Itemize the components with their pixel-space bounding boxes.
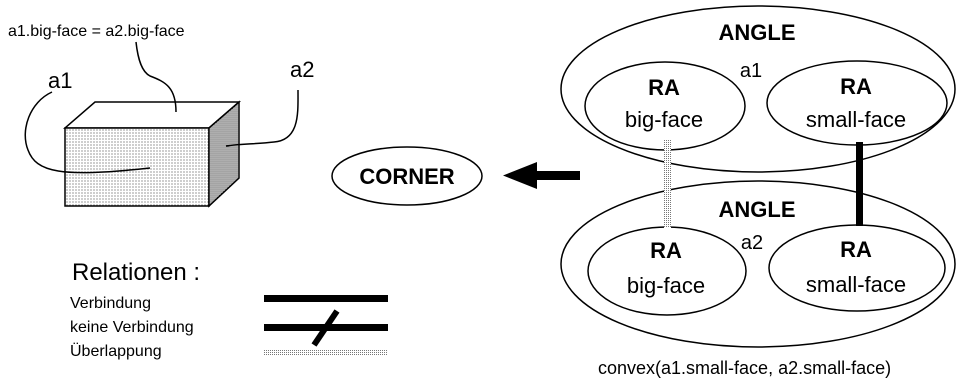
- ra-a2-small-face: RA small-face: [768, 224, 946, 312]
- ra-a2-small-face-name: small-face: [806, 272, 906, 297]
- corner-label: CORNER: [359, 164, 454, 189]
- angle-a1-title: ANGLE: [719, 20, 796, 45]
- cube-front-face: [64, 127, 210, 207]
- equality-leader-line: [135, 41, 177, 113]
- legend-item-ueberlappung: Überlappung: [70, 342, 162, 360]
- legend-title: Relationen :: [72, 259, 200, 286]
- corner-node: CORNER: [331, 146, 483, 206]
- cube-side-face: [208, 100, 240, 208]
- angle-a2-instance: a2: [741, 232, 763, 254]
- ra-a1-big-face-name: big-face: [625, 107, 703, 132]
- legend-item-keine-verbindung: keine Verbindung: [70, 319, 194, 336]
- ra-a2-big-face: RA big-face: [587, 226, 747, 316]
- overlap-relation-line: [664, 140, 671, 228]
- legend-item-verbindung: Verbindung: [70, 295, 151, 312]
- a2-label: a2: [290, 57, 314, 82]
- angle-a1-node: ANGLE a1 RA big-face RA small-face: [560, 5, 956, 173]
- convex-caption: convex(a1.small-face, a2.small-face): [598, 358, 891, 378]
- a2-leader-line: [225, 89, 299, 147]
- a1-label: a1: [48, 68, 72, 93]
- angle-a2-title: ANGLE: [719, 197, 796, 222]
- ra-a2-small-face-type: RA: [840, 237, 872, 262]
- legend-overlap-line: [264, 350, 388, 356]
- legend-connection-line: [264, 295, 388, 302]
- derivation-arrow: [503, 162, 580, 189]
- ra-a1-small-face: RA small-face: [766, 60, 948, 146]
- relations-legend: Relationen : Verbindung keine Verbindung…: [70, 259, 388, 360]
- legend-no-connection-slash: [311, 309, 340, 347]
- ra-a2-big-face-name: big-face: [627, 273, 705, 298]
- angle-a1-instance: a1: [740, 60, 762, 82]
- connection-relation-line: [856, 142, 863, 226]
- a1-leader-line: [24, 91, 151, 174]
- ra-a1-small-face-name: small-face: [806, 107, 906, 132]
- ra-a2-big-face-type: RA: [650, 238, 682, 263]
- ra-a1-big-face-type: RA: [648, 75, 680, 100]
- equality-label: a1.big-face = a2.big-face: [8, 23, 185, 40]
- ra-a1-big-face: RA big-face: [584, 61, 746, 151]
- angle-a2-node: ANGLE a2 RA big-face RA small-face: [560, 180, 956, 348]
- ra-a1-small-face-type: RA: [840, 74, 872, 99]
- cube-illustration: a1.big-face = a2.big-face a1 a2: [8, 23, 314, 208]
